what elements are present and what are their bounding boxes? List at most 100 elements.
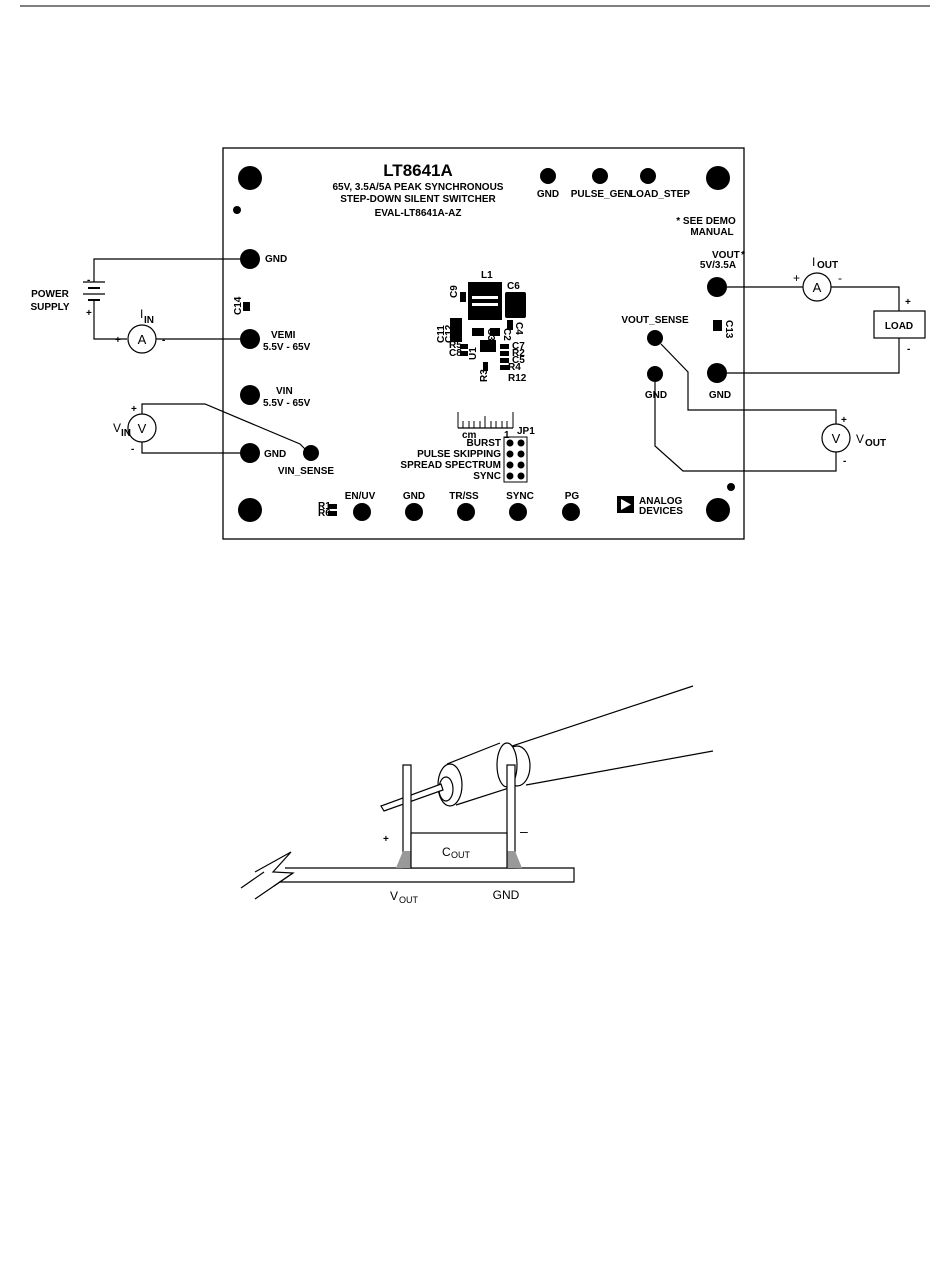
pad-tr-ss[interactable] <box>457 503 475 521</box>
pad-gnd-bottom-label: GND <box>403 491 425 502</box>
component-l1-label: L1 <box>481 270 493 281</box>
component-c6-label: C6 <box>507 281 520 292</box>
fiducial-dot-right <box>727 483 735 491</box>
component-r2-label: R2 <box>512 348 525 359</box>
vin-meter-label: V <box>113 421 121 435</box>
jumper-name: JP1 <box>517 426 535 437</box>
component-c7 <box>500 344 509 349</box>
component-c13 <box>713 320 722 331</box>
component-r1 <box>328 504 337 509</box>
power-supply-label-1: POWER <box>31 289 70 300</box>
output-ammeter: A + - I OUT <box>727 255 900 311</box>
input-voltmeter-plus: + <box>131 404 137 415</box>
iout-sub: OUT <box>817 260 838 271</box>
load-minus: - <box>907 344 910 355</box>
pad-vout-rating: 5V/3.5A <box>700 260 736 271</box>
input-ammeter-plus: + <box>115 335 121 346</box>
pad-pg-label: PG <box>565 491 580 502</box>
probe-vout-sub: OUT <box>399 895 419 905</box>
component-r2 <box>500 351 509 356</box>
component-c9-label: C9 <box>449 285 460 298</box>
vout-meter-label: V <box>856 432 864 446</box>
component-r1-label: R1 <box>318 501 331 512</box>
svg-text:ANALOG: ANALOG <box>639 496 683 507</box>
pad-en-uv[interactable] <box>353 503 371 521</box>
iin-label: I <box>140 307 143 321</box>
probe-cable <box>505 685 714 786</box>
pad-vout-star: * <box>741 250 745 261</box>
pad-vin[interactable] <box>240 385 260 405</box>
power-supply-label-2: SUPPLY <box>30 302 69 313</box>
pad-vout-sense[interactable] <box>647 330 663 346</box>
component-c9 <box>460 292 466 302</box>
load-plus: + <box>905 297 911 308</box>
component-r4 <box>500 365 509 370</box>
board-name: EVAL-LT8641A-AZ <box>375 208 462 219</box>
output-ammeter-minus: - <box>838 271 842 285</box>
ruler-unit: cm <box>462 430 477 441</box>
component-c14-label: C14 <box>233 296 244 315</box>
output-voltmeter-minus: - <box>843 456 846 467</box>
board-subtitle-2: STEP-DOWN SILENT SWITCHER <box>340 194 496 205</box>
vout-solder <box>396 851 411 868</box>
power-supply: POWER SUPPLY - + <box>30 258 240 340</box>
pad-en-uv-label: EN/UV <box>345 491 376 502</box>
pad-gnd-right-label: GND <box>709 390 731 401</box>
output-ammeter-plus: + <box>793 271 800 285</box>
pad-gnd-left-top[interactable] <box>240 249 260 269</box>
pad-load-step-label: LOAD_STEP <box>630 189 690 200</box>
pad-sync-label: SYNC <box>506 491 534 502</box>
power-supply-minus: - <box>87 275 90 286</box>
iout-label: I <box>812 255 815 269</box>
component-r5 <box>460 344 468 349</box>
probe-measurement-figure: C OUT + – V OUT GND <box>240 685 714 905</box>
component-c2 <box>490 328 500 336</box>
pad-vin-sense-label: VIN_SENSE <box>278 466 334 477</box>
component-r6 <box>328 511 337 516</box>
board-subtitle-1: 65V, 3.5A/5A PEAK SYNCHRONOUS <box>333 182 504 193</box>
component-c2-label: C2 <box>501 328 512 341</box>
component-u1-label: U1 <box>468 347 479 360</box>
pad-pulse-gen-label: PULSE_GEN <box>571 189 632 200</box>
ruler-mark: 1 <box>504 430 510 441</box>
pad-pg[interactable] <box>562 503 580 521</box>
component-c8-label: C8 <box>449 348 462 359</box>
probe-body <box>446 742 513 806</box>
pad-gnd-bottom[interactable] <box>405 503 423 521</box>
pad-sync[interactable] <box>509 503 527 521</box>
pcb-strip <box>279 867 575 883</box>
mounting-hole-top-right <box>706 166 730 190</box>
ruler: cm 1 <box>457 412 514 441</box>
mounting-hole-top-left <box>238 166 262 190</box>
board-part-number: LT8641A <box>383 161 453 180</box>
iin-sub: IN <box>144 315 154 326</box>
jumper-option-pulse-skipping: PULSE SKIPPING <box>417 449 501 460</box>
output-voltmeter-plus: + <box>841 415 847 426</box>
load-box: LOAD + - <box>727 297 926 374</box>
component-r5-label: R5 <box>449 340 462 351</box>
pad-pulse-gen[interactable] <box>592 168 608 184</box>
pad-gnd-left-top-label: GND <box>265 254 287 265</box>
mounting-hole-bottom-left <box>238 498 262 522</box>
component-c4-label: C4 <box>513 322 524 335</box>
pad-gnd-left-bottom[interactable] <box>240 443 260 463</box>
pad-vin-sense[interactable] <box>303 445 319 461</box>
output-voltmeter: V + - V OUT <box>654 343 886 472</box>
demo-note-2: MANUAL <box>690 227 733 238</box>
component-u1 <box>480 340 496 352</box>
pad-gnd-sense[interactable] <box>647 366 663 382</box>
pad-gnd-top[interactable] <box>540 168 556 184</box>
jumper-jp1[interactable]: JP1 BURST PULSE SKIPPING SPREAD SPECTRUM… <box>400 426 535 483</box>
pad-load-step[interactable] <box>640 168 656 184</box>
pad-vemi[interactable] <box>240 329 260 349</box>
pad-gnd-right[interactable] <box>707 363 727 383</box>
gnd-solder <box>507 851 522 868</box>
vout-meter-sub: OUT <box>865 438 886 449</box>
component-c7-label: C7 <box>512 341 525 352</box>
pad-vin-label: VIN <box>276 386 293 397</box>
analog-devices-logo: ANALOG DEVICES <box>617 496 683 517</box>
pad-vout[interactable] <box>707 277 727 297</box>
component-l1 <box>468 282 502 320</box>
fiducial-dot-left <box>233 206 241 214</box>
